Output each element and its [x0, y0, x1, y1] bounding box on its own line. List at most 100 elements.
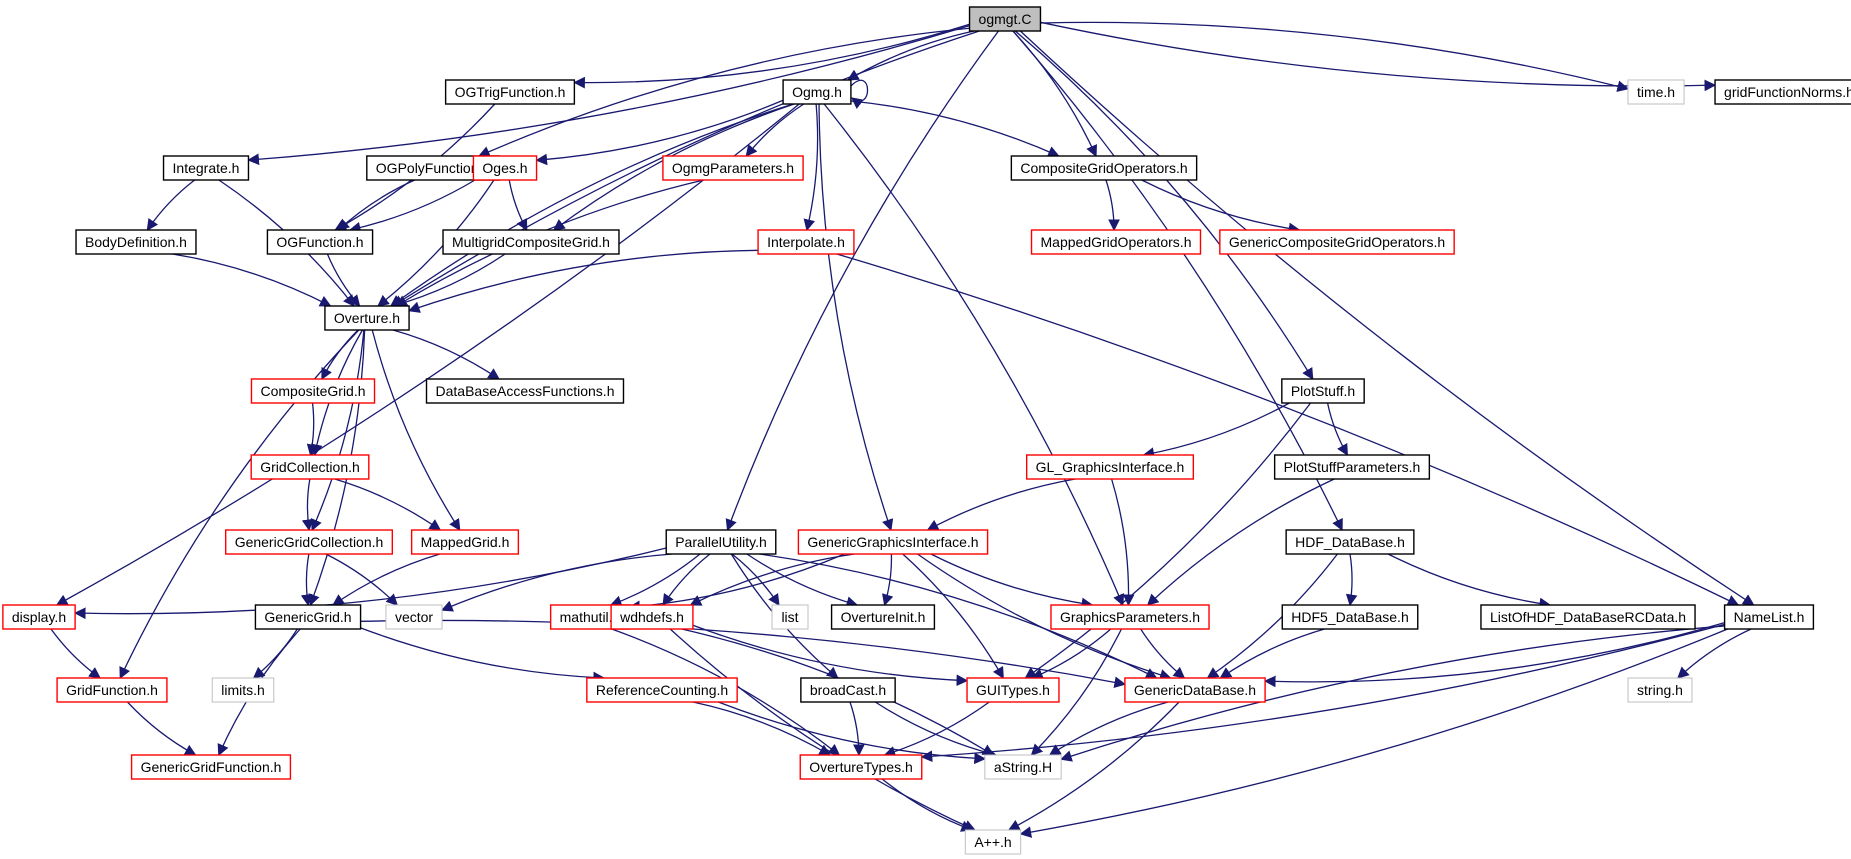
node-box	[2, 604, 76, 630]
node-ovinit[interactable]: OvertureInit.h	[830, 604, 936, 630]
node-ogfunc[interactable]: OGFunction.h	[266, 229, 374, 255]
node-astring[interactable]: aString.H	[984, 754, 1062, 780]
node-overture[interactable]: Overture.h	[324, 305, 410, 331]
node-gridfn[interactable]: gridFunctionNorms.h	[1714, 79, 1851, 105]
edge-plotstuff-to-glgi	[1142, 402, 1290, 459]
node-dbaf[interactable]: DataBaseAccessFunctions.h	[425, 378, 625, 404]
node-glgi[interactable]: GL_GraphicsInterface.h	[1025, 454, 1195, 480]
node-gcgops[interactable]: GenericCompositeGridOperators.h	[1219, 229, 1455, 255]
node-bodydef[interactable]: BodyDefinition.h	[75, 229, 197, 255]
node-box	[444, 79, 576, 105]
node-label: OGFunction.h	[276, 234, 363, 250]
node-plotstuff[interactable]: PlotStuff.h	[1281, 378, 1365, 404]
node-box	[1723, 604, 1815, 630]
node-display[interactable]: display.h	[2, 604, 76, 630]
node-box	[1285, 529, 1415, 555]
node-ggf[interactable]: GenericGridFunction.h	[130, 754, 292, 780]
node-genericgrid[interactable]: GenericGrid.h	[254, 604, 362, 630]
edge-ogmgt-to-gridfn	[1040, 21, 1717, 92]
node-mappedgrid[interactable]: MappedGrid.h	[410, 529, 520, 555]
node-box	[830, 604, 936, 630]
node-gridfunction[interactable]: GridFunction.h	[56, 677, 168, 703]
node-list[interactable]: list	[771, 604, 809, 630]
node-wdhdefs[interactable]: wdhdefs.h	[610, 604, 694, 630]
edge-mappedgrid-to-genericgrid	[332, 553, 441, 606]
edge-gparams-to-guitypes	[1031, 628, 1112, 680]
node-broadcast[interactable]: broadCast.h	[800, 677, 896, 703]
node-gridcoll[interactable]: GridCollection.h	[250, 454, 370, 480]
node-ogtrig[interactable]: OGTrigFunction.h	[444, 79, 576, 105]
node-refcount[interactable]: ReferenceCounting.h	[586, 677, 738, 703]
node-box	[1030, 229, 1202, 255]
node-limits[interactable]: limits.h	[211, 677, 275, 703]
edge-gparams-to-gdb	[1140, 628, 1186, 679]
node-box	[130, 754, 292, 780]
node-box	[425, 378, 625, 404]
node-hdf5db[interactable]: HDF5_DataBase.h	[1281, 604, 1419, 630]
node-compgrid[interactable]: CompositeGrid.h	[250, 378, 376, 404]
node-box	[800, 677, 896, 703]
node-box	[1281, 378, 1365, 404]
node-cgops[interactable]: CompositeGridOperators.h	[1010, 155, 1198, 181]
node-guitypes[interactable]: GUITypes.h	[966, 677, 1060, 703]
edge-ogmg-to-display	[55, 103, 800, 606]
node-mgops[interactable]: MappedGridOperators.h	[1030, 229, 1202, 255]
node-integrate[interactable]: Integrate.h	[162, 155, 250, 181]
edge-broadcast-to-astring	[874, 701, 997, 758]
node-mgcg[interactable]: MultigridCompositeGrid.h	[442, 229, 620, 255]
node-label: GenericGrid.h	[264, 609, 351, 625]
edge-namelist-to-app	[1019, 628, 1728, 838]
dependency-edges	[50, 21, 1755, 838]
node-ggi[interactable]: GenericGraphicsInterface.h	[797, 529, 989, 555]
node-box	[1627, 79, 1685, 105]
node-label: A++.h	[974, 834, 1011, 850]
node-gdb[interactable]: GenericDataBase.h	[1124, 677, 1266, 703]
node-listofhdf[interactable]: ListOfHDF_DataBaseRCData.h	[1480, 604, 1696, 630]
edge-ggi-to-gdb	[917, 553, 1172, 681]
edge-genericgrid-to-limits	[252, 628, 298, 679]
edge-ogmgt-to-ogtrig	[573, 23, 970, 89]
edge-namelist-to-gdb	[1263, 622, 1725, 688]
edge-hdf5db-to-gdb	[1219, 628, 1325, 679]
node-box	[610, 604, 694, 630]
node-box	[56, 677, 168, 703]
node-hdfdb[interactable]: HDF_DataBase.h	[1285, 529, 1415, 555]
node-label: ParallelUtility.h	[675, 534, 767, 550]
node-app[interactable]: A++.h	[964, 829, 1022, 855]
node-ovtypes[interactable]: OvertureTypes.h	[799, 754, 923, 780]
node-box	[250, 378, 376, 404]
node-ggc[interactable]: GenericGridCollection.h	[224, 529, 394, 555]
node-label: time.h	[1637, 84, 1675, 100]
edge-ogmg-to-ogmgparams	[745, 103, 805, 157]
node-label: Integrate.h	[173, 160, 240, 176]
node-namelist[interactable]: NameList.h	[1723, 604, 1815, 630]
node-label: display.h	[12, 609, 66, 625]
node-label: limits.h	[221, 682, 265, 698]
node-box	[266, 229, 374, 255]
node-ogmg[interactable]: Ogmg.h	[782, 79, 852, 105]
node-time[interactable]: time.h	[1627, 79, 1685, 105]
edge-overture-to-mappedgrid	[371, 329, 461, 531]
node-ogmgparams[interactable]: OgmgParameters.h	[662, 155, 804, 181]
node-label: Interpolate.h	[767, 234, 845, 250]
edge-hdfdb-to-hdf5db	[1345, 553, 1358, 607]
node-psparams[interactable]: PlotStuffParameters.h	[1273, 454, 1431, 480]
node-interp[interactable]: Interpolate.h	[757, 229, 855, 255]
edge-genericgrid-to-gdb	[360, 619, 1127, 689]
node-box	[1281, 604, 1419, 630]
edge-ogmgt-to-namelist	[1019, 30, 1755, 606]
node-label: OvertureInit.h	[841, 609, 926, 625]
node-ogmgt[interactable]: ogmgt.C	[968, 6, 1042, 32]
node-label: GraphicsParameters.h	[1060, 609, 1200, 625]
node-label: GenericGridFunction.h	[141, 759, 282, 775]
node-oges[interactable]: Oges.h	[472, 155, 538, 181]
node-string[interactable]: string.h	[1627, 677, 1693, 703]
node-box	[782, 79, 852, 105]
node-vector[interactable]: vector	[385, 604, 443, 630]
edge-glgi-to-gparams	[1110, 478, 1135, 607]
node-box	[410, 529, 520, 555]
node-parutil[interactable]: ParallelUtility.h	[665, 529, 777, 555]
node-gparams[interactable]: GraphicsParameters.h	[1050, 604, 1210, 630]
edge-refcount-to-astring	[718, 701, 986, 765]
